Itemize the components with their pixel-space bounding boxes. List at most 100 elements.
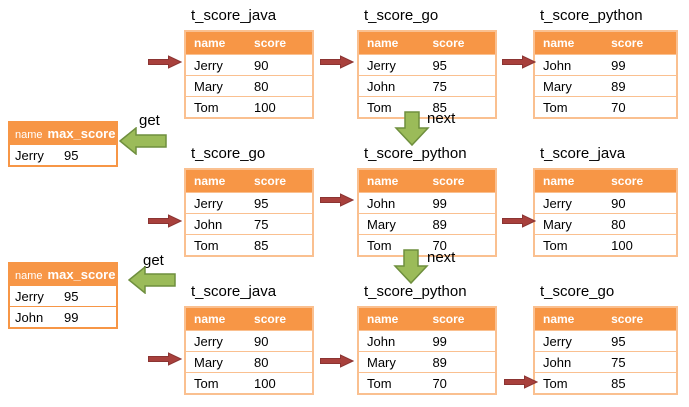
column-header-name: name: [194, 36, 226, 50]
table-row: Mary 80: [186, 351, 312, 372]
cell-name: John: [15, 309, 44, 325]
row-pointer-arrow-icon: [320, 55, 355, 69]
cell-name: Jerry: [15, 147, 44, 163]
table-body: name score Jerry 90 Mary 80 Tom 100: [184, 306, 314, 395]
column-header-name: name: [194, 312, 226, 326]
cell-score: 80: [254, 78, 269, 94]
cell-name: Tom: [194, 99, 219, 115]
table-header: name score: [359, 170, 495, 192]
cell-name: Tom: [367, 375, 392, 391]
cell-name: Mary: [367, 354, 396, 370]
table-row: Tom 100: [535, 234, 676, 255]
table-row: Jerry 90: [186, 54, 312, 75]
cell-name: Tom: [367, 237, 392, 253]
get-label: get: [143, 252, 164, 269]
cell-score: 80: [611, 216, 626, 232]
score-table: t_score_java name score Jerry 90 Mary 80…: [533, 144, 678, 257]
table-row: Tom 85: [186, 234, 312, 255]
table-row: Mary 80: [535, 213, 676, 234]
cell-max-score: 95: [64, 288, 79, 304]
cell-name: Jerry: [543, 195, 572, 211]
cell-name: Mary: [194, 354, 223, 370]
table-title: t_score_java: [540, 145, 626, 162]
cell-name: Tom: [543, 99, 568, 115]
table-header: name score: [359, 308, 495, 330]
next-label: next: [427, 110, 456, 127]
table-row: Tom 85: [535, 372, 676, 393]
table-row: John 99: [359, 192, 495, 213]
cell-score: 70: [611, 99, 626, 115]
table-row: Tom 85: [359, 96, 495, 117]
cell-score: 90: [254, 57, 269, 73]
column-header-name: name: [367, 312, 399, 326]
row-pointer-arrow-icon: [320, 354, 355, 368]
table-row: Tom 100: [186, 96, 312, 117]
cell-name: Jerry: [15, 288, 44, 304]
table-row: Mary 89: [359, 213, 495, 234]
cell-score: 70: [432, 375, 447, 391]
score-table: t_score_python name score John 99 Mary 8…: [533, 6, 678, 119]
table-row: John 75: [359, 75, 495, 96]
cell-name: Tom: [543, 375, 568, 391]
cell-name: Jerry: [194, 333, 223, 349]
table-row: John 75: [535, 351, 676, 372]
score-table: t_score_go name score Jerry 95 John 75 T…: [533, 282, 678, 395]
cell-name: Mary: [194, 78, 223, 94]
cell-name: Jerry: [194, 195, 223, 211]
table-row: Jerry 95: [186, 192, 312, 213]
column-header-name: name: [15, 129, 43, 141]
cell-score: 75: [611, 354, 626, 370]
result-row: Jerry 95: [10, 144, 116, 165]
cell-score: 89: [432, 354, 447, 370]
table-header: name score: [535, 170, 676, 192]
get-label: get: [139, 112, 160, 129]
table-header: name score: [186, 170, 312, 192]
score-table: t_score_go name score Jerry 95 John 75 T…: [357, 6, 497, 119]
row-pointer-arrow-icon: [148, 352, 183, 366]
row-pointer-arrow-icon: [148, 55, 183, 69]
table-row: Tom 70: [535, 96, 676, 117]
table-header: name score: [535, 32, 676, 54]
cell-name: Mary: [543, 216, 572, 232]
cell-score: 99: [432, 333, 447, 349]
cell-name: Tom: [194, 375, 219, 391]
row-pointer-arrow-icon: [504, 375, 539, 389]
cell-score: 90: [611, 195, 626, 211]
cell-score: 89: [611, 78, 626, 94]
table-header: name score: [535, 308, 676, 330]
cell-name: John: [194, 216, 223, 232]
column-header-name: name: [367, 36, 399, 50]
table-title: t_score_python: [540, 7, 643, 24]
table-body: name score John 99 Mary 89 Tom 70: [533, 30, 678, 119]
row-pointer-arrow-icon: [320, 193, 355, 207]
column-header-name: name: [543, 36, 575, 50]
result-table: name max_score Jerry 95 John 99: [8, 262, 118, 329]
cell-score: 85: [611, 375, 626, 391]
column-header-score: score: [611, 36, 644, 50]
table-title: t_score_java: [191, 7, 277, 24]
column-header-name: name: [367, 174, 399, 188]
cell-score: 89: [432, 216, 447, 232]
column-header-score: score: [611, 174, 644, 188]
table-row: Tom 70: [359, 372, 495, 393]
column-header-score: score: [254, 174, 287, 188]
table-title: t_score_python: [364, 283, 467, 300]
cell-name: Mary: [367, 216, 396, 232]
table-body: name score Jerry 90 Mary 80 Tom 100: [533, 168, 678, 257]
cell-score: 100: [611, 237, 633, 253]
table-body: name score John 99 Mary 89 Tom 70: [357, 306, 497, 395]
column-header-max-score: max_score: [47, 267, 116, 282]
score-table: t_score_java name score Jerry 90 Mary 80…: [184, 282, 314, 395]
table-row: Jerry 90: [186, 330, 312, 351]
column-header-score: score: [611, 312, 644, 326]
next-arrow-icon: [394, 111, 430, 147]
row-pointer-arrow-icon: [502, 214, 537, 228]
cell-score: 100: [254, 99, 276, 115]
cell-name: Tom: [543, 237, 568, 253]
column-header-max-score: max_score: [47, 126, 116, 141]
cell-name: Tom: [194, 237, 219, 253]
cell-score: 90: [254, 333, 269, 349]
cell-name: John: [367, 195, 396, 211]
cell-name: John: [367, 333, 396, 349]
